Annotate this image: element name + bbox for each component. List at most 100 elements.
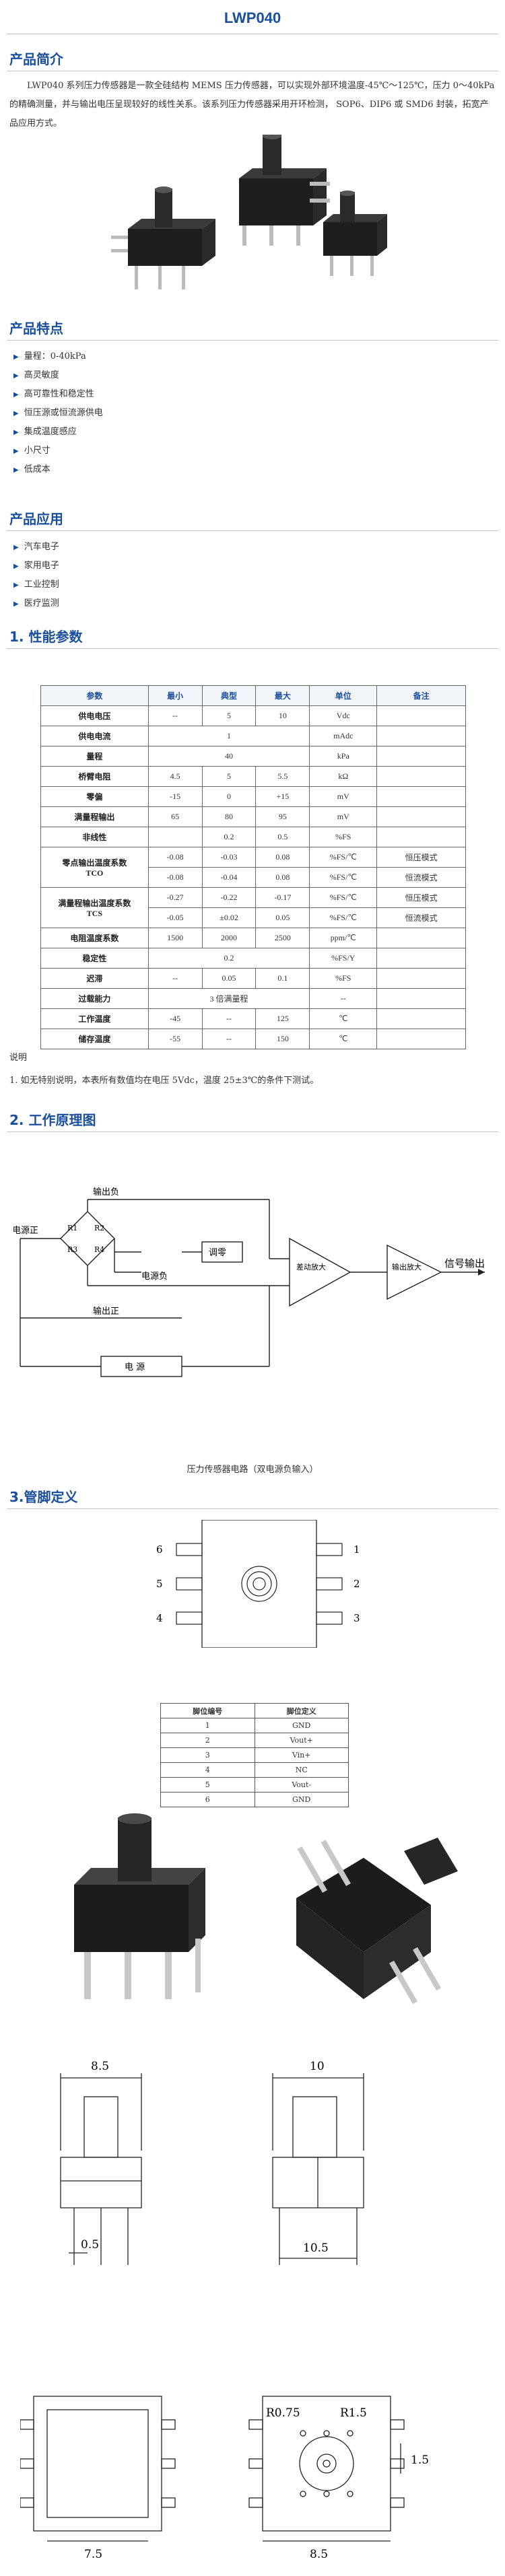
pinout-diagram: 6 5 4 1 2 3 — [156, 1520, 360, 1648]
circuit-heading: 2. 工作原理图 — [9, 1112, 96, 1128]
max-cell: 2500 — [255, 928, 310, 948]
pin-label: 4 — [156, 1612, 163, 1624]
max-cell: 10 — [255, 705, 310, 726]
pin-label: 1 — [354, 1543, 360, 1556]
param-name: 量程 — [40, 746, 149, 767]
pin-label: 5 — [156, 1578, 163, 1590]
note-cell — [376, 948, 466, 969]
pin-function: Vout- — [254, 1777, 349, 1792]
pin-number: 4 — [160, 1762, 255, 1778]
note-cell — [376, 928, 466, 948]
unit-cell: %FS/Y — [309, 948, 378, 969]
list-item: ▶医疗监测 — [13, 594, 505, 613]
span-cell: 3 倍满量程 — [147, 988, 310, 1009]
circuit-caption: 压力传感器电路（双电源负输入） — [187, 1465, 318, 1475]
intro-text: LWP040 系列压力传感器是一款全硅结构 MEMS 压力传感器，可以实现外部环… — [9, 81, 495, 129]
product-image-angled — [296, 1838, 458, 2005]
triangle-bullet-icon: ▶ — [13, 544, 19, 551]
table-row: 满量程输出 65 80 95 mV — [40, 806, 466, 827]
unit-cell: %FS/℃ — [309, 907, 378, 928]
typ-cell: -0.04 — [201, 867, 257, 888]
param-sub-text: TCS — [86, 908, 103, 918]
product-image-large — [239, 135, 330, 246]
pin-label: 6 — [156, 1543, 163, 1556]
zero-label: 调零 — [209, 1248, 226, 1258]
param-name: 非线性 — [40, 827, 149, 847]
unit-cell: kΩ — [309, 766, 378, 787]
param-name: 零偏 — [40, 786, 149, 807]
list-item: ▶ 汽车电子 — [13, 538, 505, 557]
table-row: 工作温度 -45 -- 125 ℃ — [40, 1008, 466, 1029]
unit-cell: ℃ — [309, 1008, 378, 1029]
pin-function: Vout+ — [254, 1733, 349, 1748]
min-cell: 4.5 — [147, 766, 203, 787]
applications-divider — [7, 530, 498, 531]
feature-text: 量程：0-40kPa — [24, 351, 86, 361]
application-text: 家用电子 — [24, 561, 59, 571]
header-cell: 脚位定义 — [254, 1703, 349, 1718]
typ-cell: -- — [201, 1029, 257, 1049]
unit-cell: %FS/℃ — [309, 867, 378, 888]
max-cell: 150 — [255, 1029, 310, 1049]
dim-radius-small: R0.75 — [266, 2406, 300, 2420]
triangle-bullet-icon: ▶ — [13, 429, 19, 436]
pins-divider — [7, 1508, 498, 1509]
header-cell: 典型 — [201, 685, 257, 706]
table-row: 量程 40 kPa — [40, 746, 466, 767]
power-label: 电 源 — [125, 1362, 145, 1372]
table-row: 供电电流 1 mAdc — [40, 726, 466, 746]
max-cell: 125 — [255, 1008, 310, 1029]
pin-label: 2 — [354, 1578, 360, 1590]
note-cell — [376, 1029, 466, 1049]
param-name: 供电电压 — [40, 705, 149, 726]
triangle-bullet-icon: ▶ — [13, 372, 19, 380]
pin-function: NC — [254, 1762, 349, 1778]
min-cell: -0.08 — [147, 867, 203, 888]
dim-radius-large: R1.5 — [340, 2406, 367, 2420]
dimension-drawings: 8.5 0.5 10 10.5 7.5 8.5 R0.75 R1.5 1.5 — [20, 2060, 429, 2561]
r4-label: R4 — [94, 1245, 104, 1254]
table-header-row: 脚位编号 脚位定义 — [160, 1703, 349, 1718]
list-item: ▶工业控制 — [13, 576, 505, 594]
feature-text: 低成本 — [24, 464, 50, 475]
typ-cell: ±0.02 — [201, 907, 257, 928]
unit-cell: %FS — [309, 827, 378, 847]
list-item: ▶高灵敏度 — [13, 366, 505, 385]
triangle-bullet-icon: ▶ — [13, 466, 19, 474]
param-name: 过载能力 — [40, 988, 149, 1009]
max-cell: 95 — [255, 806, 310, 827]
note-cell — [376, 988, 466, 1009]
table-row: 桥臂电阻 4.5 5 5.5 kΩ — [40, 766, 466, 787]
pin-function: GND — [254, 1718, 349, 1733]
pin-number: 2 — [160, 1733, 255, 1748]
circuit-diagram: 输出负 电源正 输出正 电源负 调零 差动放大 输出放大 信号输出 电 源 R1… — [13, 1187, 485, 1377]
max-cell: +15 — [255, 786, 310, 807]
note-cell: 恒压模式 — [376, 847, 466, 868]
table-row: 零偏 -15 0 +15 mV — [40, 786, 466, 807]
header-cell: 参数 — [40, 685, 149, 706]
typ-cell: 80 — [201, 806, 257, 827]
applications-list: ▶ 汽车电子 ▶ 家用电子 ▶工业控制 ▶医疗监测 — [0, 538, 505, 613]
triangle-bullet-icon: ▶ — [13, 448, 19, 455]
application-text: 医疗监测 — [24, 598, 59, 608]
note-cell — [376, 726, 466, 746]
triangle-bullet-icon: ▶ — [13, 391, 19, 398]
notes-label: 说明 — [9, 1053, 28, 1063]
application-text: 汽车电子 — [24, 542, 59, 552]
span-cell: 40 — [147, 746, 310, 767]
pins-section: 3.管脚定义 — [0, 1486, 505, 1509]
note-cell — [376, 746, 466, 767]
list-item: ▶量程：0-40kPa — [13, 347, 505, 366]
span-cell: 1 — [147, 726, 310, 746]
feature-text: 恒压源或恒流源供电 — [24, 408, 103, 418]
param-name: 电阻温度系数 — [40, 928, 149, 948]
pin-function: GND — [254, 1792, 349, 1807]
typ-cell: 0.2 — [201, 827, 257, 847]
unit-cell: mV — [309, 786, 378, 807]
